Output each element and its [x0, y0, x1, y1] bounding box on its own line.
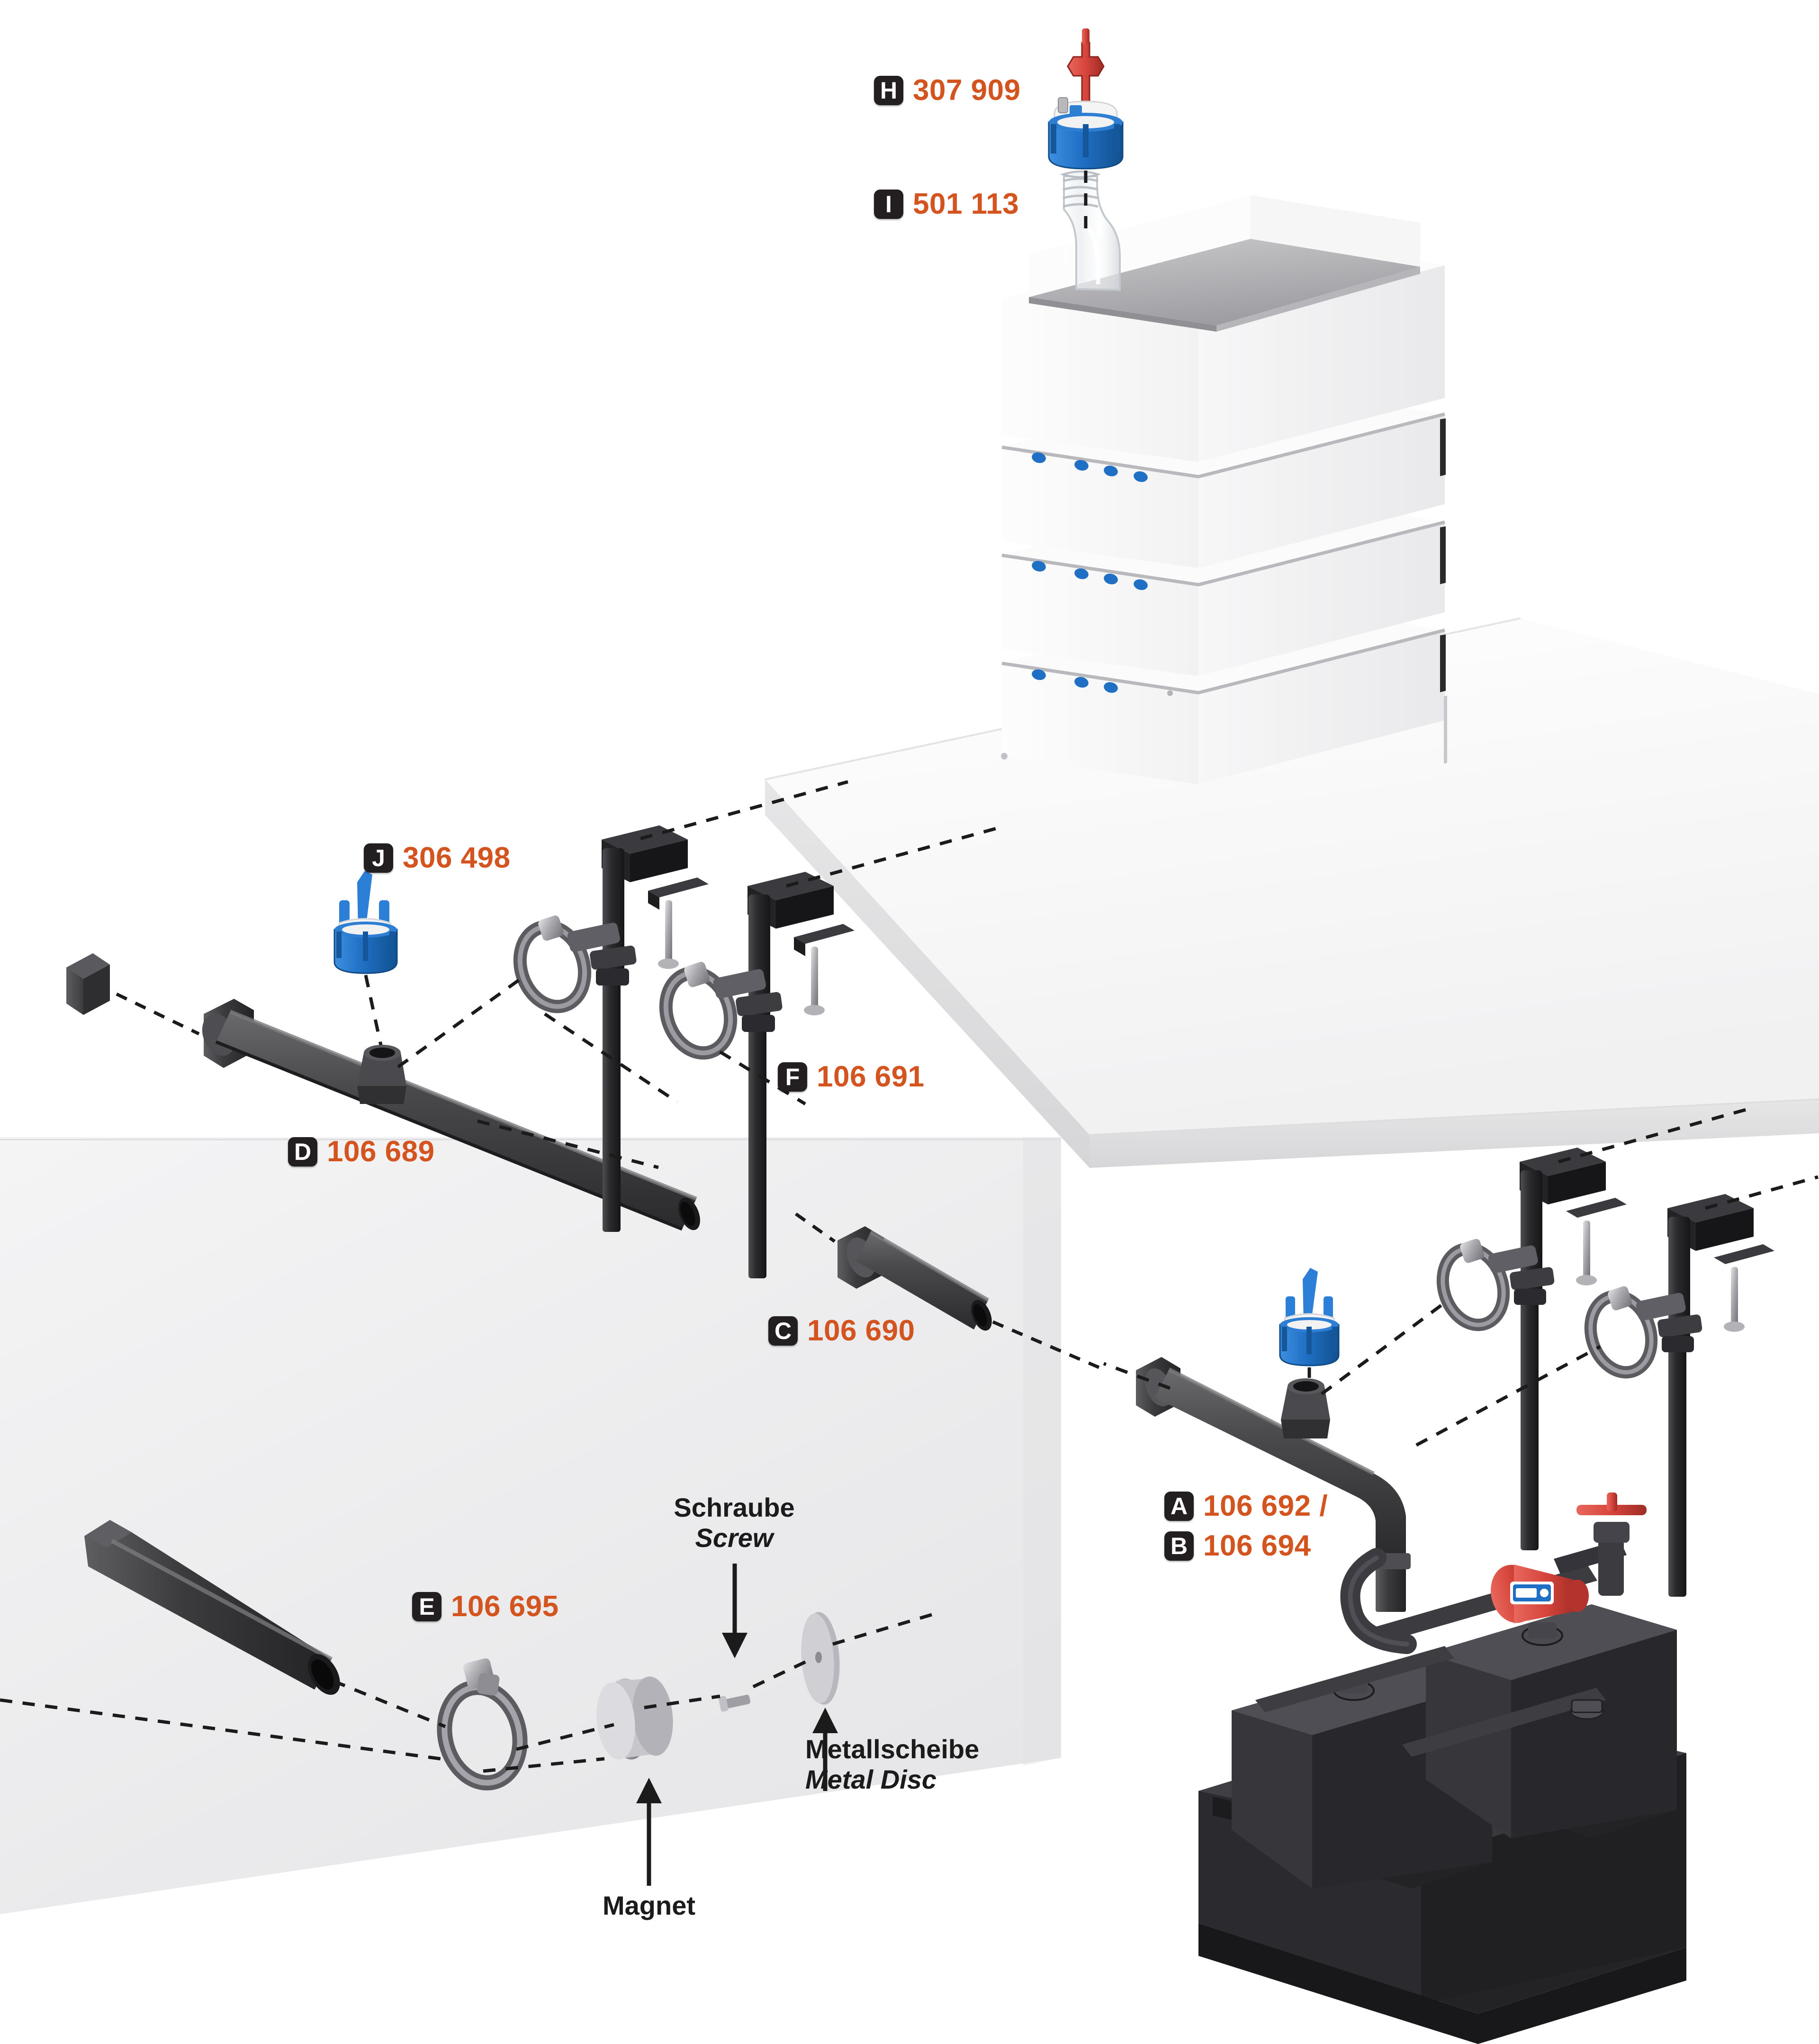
- screw-part: [718, 1694, 750, 1712]
- part-code-i: 501 113: [913, 188, 1019, 220]
- leader-j-to-tee: [364, 975, 384, 1050]
- callout-c[interactable]: C 106 690: [768, 1316, 915, 1346]
- bench-clamp-stand-2: [659, 872, 855, 1278]
- part-code-e: 106 695: [451, 1590, 559, 1623]
- part-chip-h: H: [874, 76, 903, 105]
- red-sensor-head: [1491, 1565, 1589, 1623]
- pipe-clamp-3: [1436, 1239, 1555, 1331]
- part-chip-f: F: [778, 1062, 807, 1092]
- callout-e[interactable]: E 106 695: [412, 1592, 559, 1621]
- callout-d[interactable]: D 106 689: [288, 1137, 435, 1167]
- part-chip-a: A: [1164, 1492, 1194, 1521]
- magnet-disc: [596, 1676, 673, 1760]
- annotation-magnet: Magnet: [568, 1890, 729, 1921]
- part-chip-i: I: [874, 190, 903, 219]
- pipe-a-tee-elbow: [1136, 1357, 1411, 1612]
- pipe-e-assembly: [0, 1520, 938, 1886]
- tee-socket-d: [357, 1045, 406, 1104]
- canister-pump-unit: [1198, 1492, 1686, 2044]
- part-code-d: 106 689: [327, 1135, 435, 1168]
- part-chip-e: E: [412, 1592, 441, 1621]
- pipe-clamp-4: [1584, 1286, 1702, 1379]
- leader-lines-lower-right: [1103, 1106, 1819, 1447]
- instrument-tower: [1001, 195, 1447, 784]
- annotation-magnet-de: Magnet: [603, 1890, 695, 1920]
- callout-stack-ab: A 106 692 / B 106 694: [1164, 1492, 1328, 1561]
- callout-i[interactable]: I 501 113: [874, 190, 1019, 219]
- callout-b[interactable]: B 106 694: [1164, 1531, 1328, 1561]
- part-chip-b: B: [1164, 1531, 1194, 1561]
- part-chip-d: D: [288, 1137, 317, 1167]
- part-chip-j: J: [364, 843, 393, 873]
- pipe-d-long: [66, 953, 700, 1231]
- bench-clamp-stand-4: [1584, 1194, 1774, 1597]
- callout-f[interactable]: F 106 691: [778, 1062, 925, 1092]
- part-code-f: 106 691: [817, 1060, 925, 1093]
- part-code-j: 306 498: [403, 841, 511, 874]
- callout-j[interactable]: J 306 498: [364, 843, 511, 873]
- part-code-c: 106 690: [807, 1314, 915, 1347]
- pipe-clamp-e: [437, 1658, 528, 1791]
- annotation-screw-en: Screw: [695, 1523, 774, 1553]
- indicator-dots: [1001, 452, 1173, 760]
- annotation-metal-disc-de: Metallscheibe: [805, 1734, 980, 1764]
- pipe-clamp-1: [513, 915, 637, 1013]
- shutoff-valve: [1576, 1492, 1647, 1596]
- metal-disc-part: [801, 1612, 840, 1705]
- pipe-clamp-2: [659, 962, 783, 1060]
- callout-a[interactable]: A 106 692 /: [1164, 1492, 1328, 1521]
- funnel-cap-right: [1279, 1268, 1340, 1366]
- part-chip-c: C: [768, 1316, 798, 1346]
- annotation-screw: Schraube Screw: [654, 1492, 815, 1554]
- pipe-end-cap: [66, 953, 110, 1015]
- annotation-metal-disc-en: Metal Disc: [805, 1764, 937, 1795]
- pipe-c-short: [837, 1226, 992, 1331]
- callout-h[interactable]: H 307 909: [874, 76, 1021, 105]
- part-code-h: 307 909: [913, 74, 1021, 107]
- glass-bottle: [1060, 171, 1121, 291]
- annotation-screw-de: Schraube: [674, 1492, 795, 1522]
- tee-socket-a: [1281, 1378, 1330, 1438]
- funnel-cap-j: [333, 871, 398, 974]
- annotation-metal-disc: Metallscheibe Metal Disc: [805, 1734, 1033, 1795]
- part-code-b: 106 694: [1203, 1529, 1311, 1562]
- annotation-arrows: [636, 1564, 838, 1886]
- safety-cap-h: [1048, 28, 1124, 170]
- leader-lines-upper: [396, 780, 998, 1169]
- part-code-a: 106 692 /: [1203, 1490, 1328, 1522]
